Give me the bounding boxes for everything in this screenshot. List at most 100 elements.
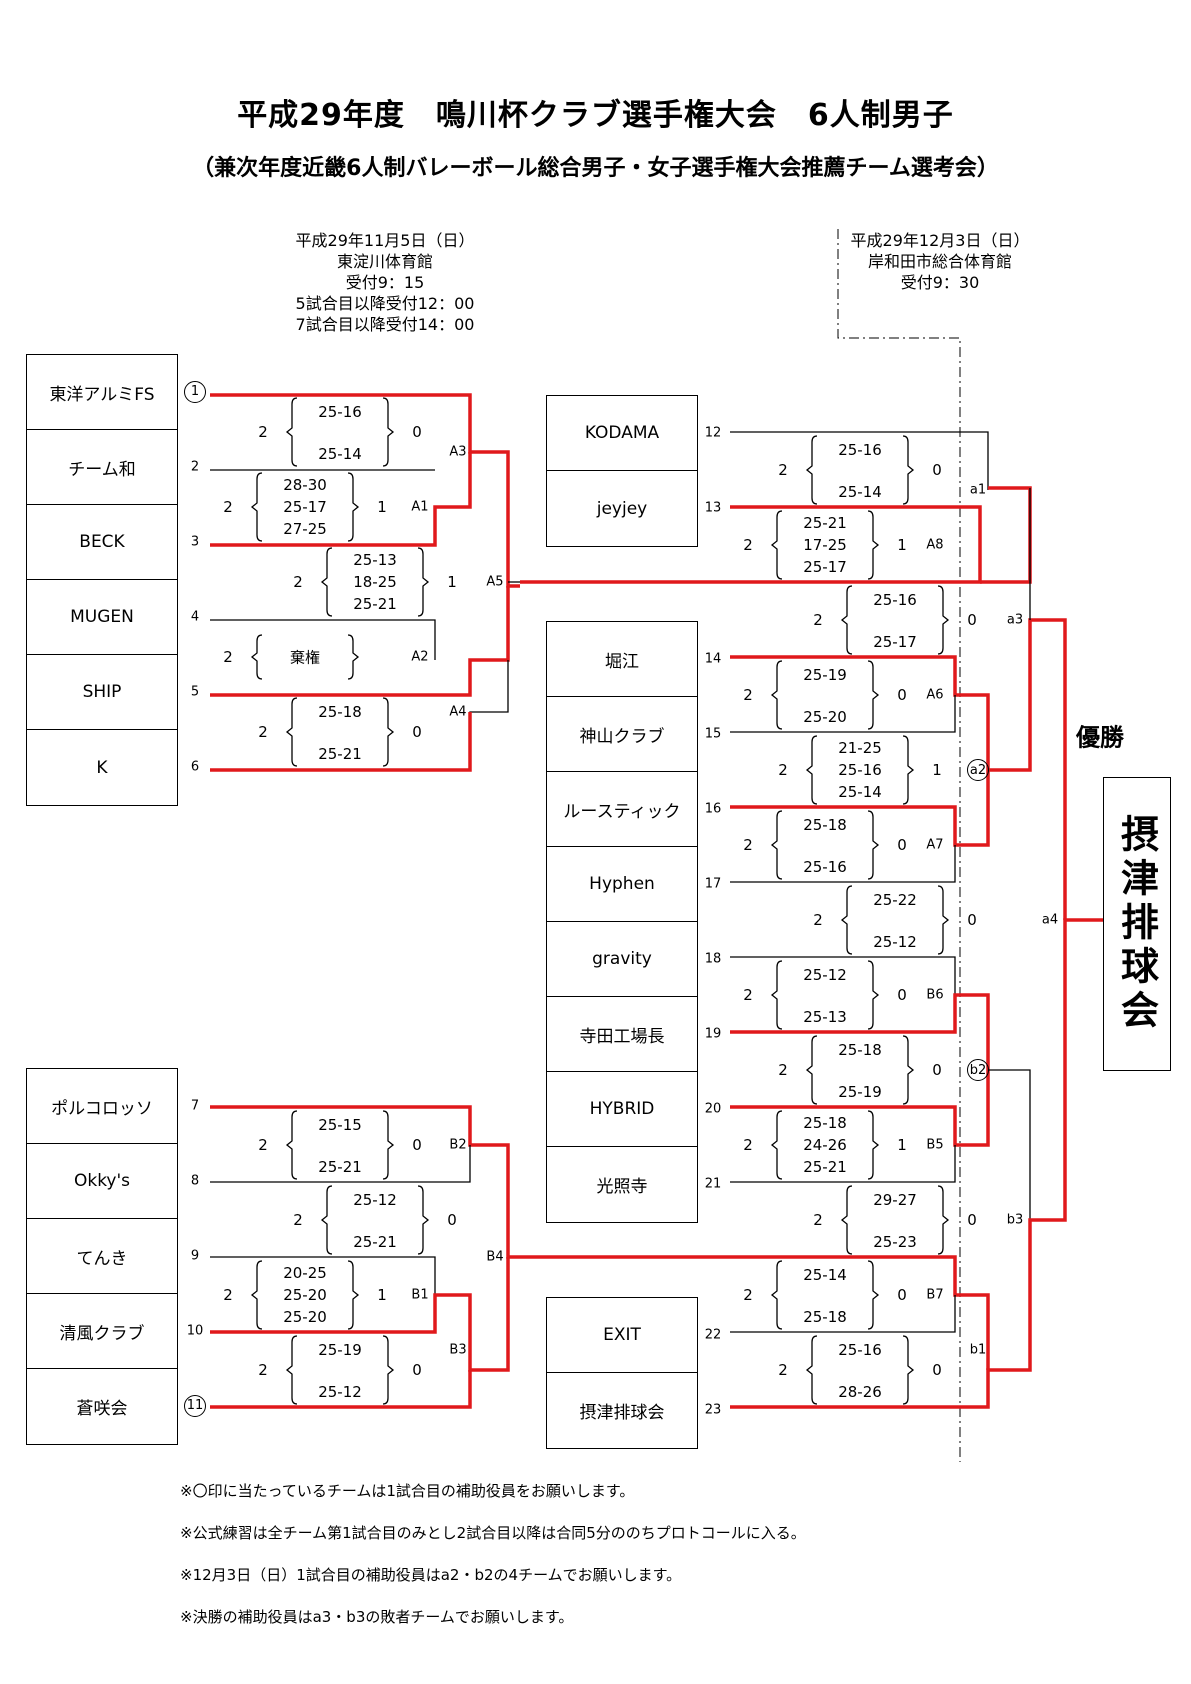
team-name: 清風クラブ bbox=[27, 1294, 177, 1369]
champion-name: 摂津排球会 bbox=[1114, 814, 1159, 1034]
sets-lost: 0 bbox=[412, 723, 422, 741]
set-score: 25-18 bbox=[838, 1041, 882, 1059]
match-label-b3: b3 bbox=[1006, 1212, 1024, 1228]
match-label-a2: A2 bbox=[411, 649, 429, 665]
sets-lost: 1 bbox=[377, 1286, 387, 1304]
team-name: 光照寺 bbox=[596, 1177, 648, 1197]
sets-won: 2 bbox=[813, 911, 823, 929]
score-brace-left bbox=[250, 1260, 263, 1330]
score-brace-right bbox=[902, 1035, 915, 1105]
match-label-b2: b2 bbox=[967, 1059, 989, 1081]
score-brace-left bbox=[840, 885, 853, 955]
set-score: 25-13 bbox=[353, 551, 397, 569]
bracket-line bbox=[988, 1069, 1031, 1220]
set-score: 25-12 bbox=[803, 966, 847, 984]
set-score: 25-22 bbox=[873, 891, 917, 909]
score-brace-left bbox=[285, 697, 298, 767]
sets-lost: 0 bbox=[897, 836, 907, 854]
score-brace-left bbox=[285, 1335, 298, 1405]
bracket-line bbox=[730, 695, 956, 733]
team-name: HYBRID bbox=[547, 1072, 697, 1147]
sets-won: 2 bbox=[258, 423, 268, 441]
bracket-line bbox=[210, 1256, 436, 1295]
score-brace-right bbox=[867, 1260, 880, 1330]
sets-lost: 0 bbox=[967, 1211, 977, 1229]
score-brace-left bbox=[770, 510, 783, 580]
sets-lost: 1 bbox=[897, 1136, 907, 1154]
score-brace-right bbox=[867, 660, 880, 730]
score-brace-left bbox=[250, 472, 263, 542]
match-label-b6: B6 bbox=[926, 987, 944, 1003]
set-score: 25-12 bbox=[873, 933, 917, 951]
sets-won: 2 bbox=[778, 761, 788, 779]
seed-number: 15 bbox=[704, 726, 722, 741]
match-label-b1: B1 bbox=[411, 1287, 429, 1303]
champion-label: 優勝 bbox=[1076, 723, 1124, 752]
set-score: 25-20 bbox=[283, 1308, 327, 1326]
seed-number: 11 bbox=[184, 1394, 206, 1417]
sets-lost: 1 bbox=[897, 536, 907, 554]
sets-lost: 0 bbox=[932, 1061, 942, 1079]
sets-won: 2 bbox=[223, 498, 233, 516]
score-brace-right bbox=[382, 697, 395, 767]
set-score: 25-14 bbox=[838, 483, 882, 501]
set-score: 25-16 bbox=[838, 761, 882, 779]
sets-lost: 0 bbox=[412, 1136, 422, 1154]
winner-line-k bbox=[210, 712, 472, 772]
set-score: 25-12 bbox=[353, 1191, 397, 1209]
bracket-line bbox=[210, 1145, 471, 1183]
team-name: MUGEN bbox=[27, 580, 177, 655]
set-score: 25-21 bbox=[803, 514, 847, 532]
seed-number: 20 bbox=[704, 1101, 722, 1116]
seed-number: 5 bbox=[190, 684, 200, 699]
day2-date: 平成29年12月3日（日） bbox=[850, 231, 1030, 250]
sets-lost: 1 bbox=[932, 761, 942, 779]
day1-date: 平成29年11月5日（日） bbox=[295, 231, 475, 250]
team-name: 蒼咲会 bbox=[76, 1399, 128, 1419]
set-score: 25-14 bbox=[838, 783, 882, 801]
score-brace-left bbox=[320, 547, 333, 617]
score-brace-right bbox=[937, 885, 950, 955]
day1-info: 平成29年11月5日（日） 東淀川体育館 受付9：15 5試合目以降受付12：0… bbox=[220, 230, 550, 335]
match-label-a6: A6 bbox=[926, 687, 944, 703]
sets-lost: 0 bbox=[967, 911, 977, 929]
sets-won: 2 bbox=[778, 1061, 788, 1079]
score-brace-right bbox=[937, 585, 950, 655]
set-score: 25-18 bbox=[803, 1114, 847, 1132]
score-brace-right bbox=[867, 1110, 880, 1180]
match-label-b2: B2 bbox=[449, 1137, 467, 1153]
sets-lost: 0 bbox=[447, 1211, 457, 1229]
bracket-line bbox=[730, 845, 956, 883]
forfeit-text: 棄権 bbox=[289, 648, 321, 667]
score-brace-right bbox=[902, 435, 915, 505]
seed-number: 19 bbox=[704, 1026, 722, 1041]
set-score: 25-18 bbox=[803, 1308, 847, 1326]
seed-number: 17 bbox=[704, 876, 722, 891]
team-name: 堀江 bbox=[547, 622, 697, 697]
team-name: EXIT bbox=[547, 1298, 697, 1373]
sets-won: 2 bbox=[743, 536, 753, 554]
bracket-line bbox=[730, 956, 956, 995]
seed-number: 6 bbox=[190, 759, 200, 774]
winner-line-a8 bbox=[520, 505, 982, 584]
sets-won: 2 bbox=[223, 1286, 233, 1304]
score-brace-left bbox=[770, 1110, 783, 1180]
team-name: 寺田工場長 bbox=[547, 997, 697, 1072]
day2-info: 平成29年12月3日（日） 岸和田市総合体育館 受付9：30 bbox=[830, 230, 1050, 293]
score-brace-right bbox=[902, 1335, 915, 1405]
score-brace-right bbox=[937, 1185, 950, 1255]
set-score: 25-20 bbox=[803, 708, 847, 726]
score-brace-right bbox=[382, 1335, 395, 1405]
winner-line-a3 bbox=[210, 393, 520, 588]
seed-number: 14 bbox=[704, 651, 722, 666]
sets-won: 2 bbox=[743, 836, 753, 854]
team-name: gravity bbox=[547, 922, 697, 997]
set-score: 28-30 bbox=[283, 476, 327, 494]
score-brace-right bbox=[347, 472, 360, 542]
set-score: 25-17 bbox=[803, 558, 847, 576]
set-score: 25-16 bbox=[838, 441, 882, 459]
score-brace-right bbox=[382, 1110, 395, 1180]
match-label-a3: A3 bbox=[449, 444, 467, 460]
